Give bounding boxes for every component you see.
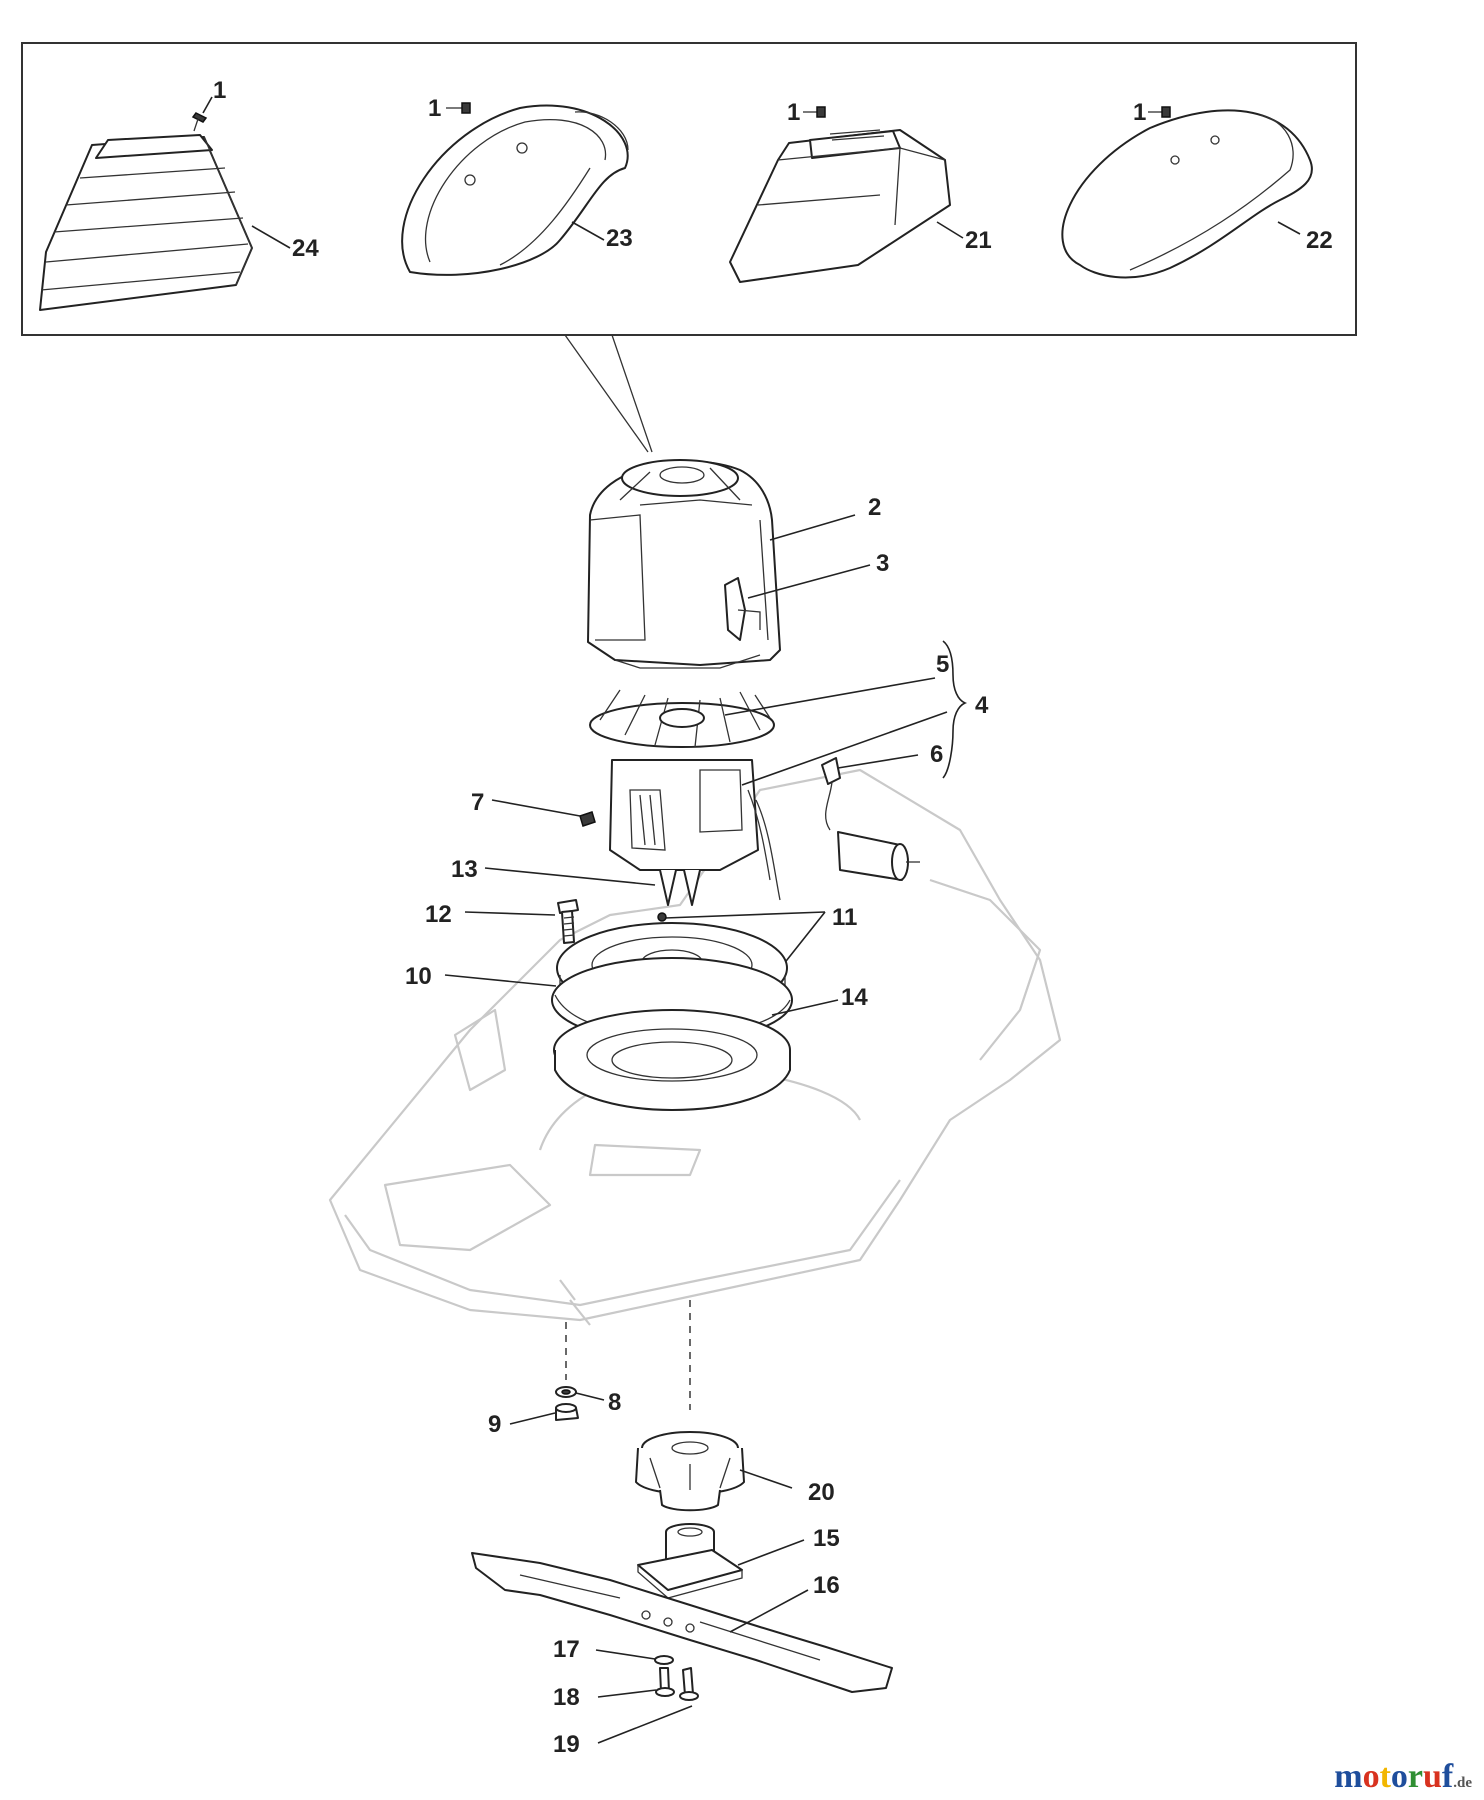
bolt-19: [679, 1667, 699, 1701]
leader-15: [737, 1539, 805, 1566]
watermark-letter: r: [1407, 1758, 1423, 1795]
bracket-4: [942, 640, 968, 779]
leader-20: [739, 1469, 793, 1489]
part-label-18: 18: [553, 1684, 580, 1711]
leader-17: [595, 1649, 656, 1660]
part-label-8: 8: [608, 1389, 621, 1416]
leader-9: [509, 1412, 556, 1425]
part-label-12: 12: [425, 901, 452, 928]
part-label-3: 3: [876, 550, 889, 577]
leader-22: [1277, 221, 1301, 235]
leader-8: [575, 1392, 605, 1401]
leader-3: [747, 564, 871, 599]
motor-cover-21: [729, 129, 951, 283]
bolt-18: [655, 1667, 675, 1697]
leader-11a: [664, 911, 826, 919]
part-label-19: 19: [553, 1731, 580, 1758]
watermark-letter: u: [1423, 1758, 1442, 1795]
part-label-21: 21: [965, 227, 992, 254]
nut-9: [555, 1403, 579, 1421]
motor-5: [589, 689, 781, 906]
part-label-1: 1: [1133, 99, 1146, 126]
part-label-17: 17: [553, 1636, 580, 1663]
part-label-20: 20: [808, 1479, 835, 1506]
leader-18: [597, 1689, 657, 1698]
part-label-1: 1: [787, 99, 800, 126]
blade-adaptor-15: [637, 1523, 743, 1599]
watermark-letter: t: [1379, 1758, 1391, 1795]
part-label-15: 15: [813, 1525, 840, 1552]
flange-14: [553, 1009, 791, 1111]
watermark-letter: m: [1334, 1758, 1363, 1795]
watermark-tld: .de: [1453, 1775, 1472, 1791]
leader-2: [769, 514, 856, 541]
screw-11a: [657, 912, 667, 922]
part-label-16: 16: [813, 1572, 840, 1599]
screw-7: [579, 811, 596, 827]
part-label-9: 9: [488, 1411, 501, 1438]
watermark-letter: o: [1390, 1758, 1408, 1795]
mower-deck-outline: [328, 768, 1062, 1326]
blade-16: [471, 1552, 893, 1693]
part-label-1: 1: [213, 77, 226, 104]
screw-1-cover-24: [191, 112, 208, 132]
motor-housing-2: [587, 459, 781, 669]
part-label-4: 4: [975, 692, 989, 719]
inset-callout-lines: [564, 334, 653, 453]
leader-6: [837, 754, 919, 769]
leader-12: [464, 911, 556, 916]
leader-16: [729, 1589, 809, 1633]
part-label-13: 13: [451, 856, 478, 883]
part-label-14: 14: [841, 984, 868, 1011]
washer-17: [654, 1655, 674, 1665]
leader-4-motor: [741, 711, 948, 786]
watermark-letter: o: [1362, 1758, 1380, 1795]
leader-10: [444, 974, 557, 987]
screw-1-cover-23: [446, 102, 471, 114]
part-label-10: 10: [405, 963, 432, 990]
inset-frame: [21, 42, 1357, 336]
capacitor-6: [821, 757, 920, 881]
leader-23: [571, 221, 605, 241]
part-label-7: 7: [471, 789, 484, 816]
cover-variants-inset: 1 24 1 23 1 21: [21, 42, 1357, 453]
motor-cover-22: [1061, 109, 1313, 279]
motor-cover-24: [39, 134, 253, 311]
part-label-6: 6: [930, 741, 943, 768]
watermark-logo: motoruf.de: [1334, 1760, 1472, 1794]
leader-24: [251, 225, 291, 249]
part-label-22: 22: [1306, 227, 1333, 254]
part-label-11: 11: [832, 904, 857, 931]
cord-clip-3: [724, 577, 761, 641]
part-label-24: 24: [292, 235, 319, 262]
bolt-12: [557, 899, 579, 944]
leader-21: [936, 221, 964, 239]
screw-1-cover-21: [803, 106, 826, 118]
part-label-23: 23: [606, 225, 633, 252]
leader-7: [491, 799, 581, 817]
leader-1a: [202, 96, 213, 114]
part-label-1: 1: [428, 95, 441, 122]
fan-hub-20: [635, 1431, 745, 1512]
watermark-letter: f: [1441, 1758, 1454, 1795]
leader-5: [724, 677, 936, 716]
screw-1-cover-22: [1148, 106, 1171, 118]
motor-cover-23: [401, 104, 629, 276]
leader-19: [597, 1705, 693, 1744]
washer-8: [555, 1386, 577, 1398]
part-label-5: 5: [936, 651, 949, 678]
leader-14: [771, 999, 839, 1016]
part-label-2: 2: [868, 494, 881, 521]
leader-13: [484, 867, 656, 886]
